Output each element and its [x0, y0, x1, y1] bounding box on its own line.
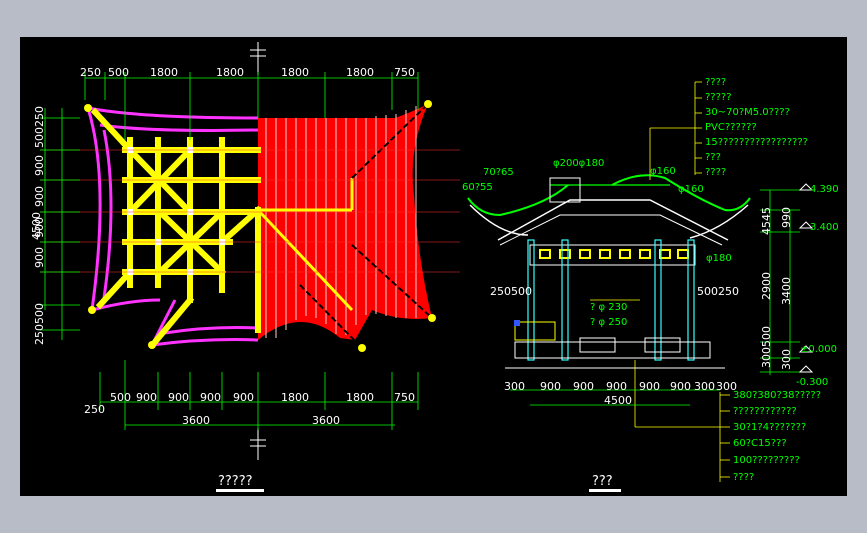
- level-markers: [798, 183, 814, 373]
- note-bottom-3: 30?1?4???????: [733, 422, 806, 433]
- plan-dim-top-6: 1800: [346, 66, 374, 79]
- plan-dim-bottom-3: 900: [136, 391, 157, 404]
- elevation-title-underline: [589, 489, 621, 492]
- plan-dim-bottom-5: 900: [200, 391, 221, 404]
- roof-red-area: [258, 104, 432, 340]
- level-3: ±0.000: [800, 344, 837, 355]
- elev-dim-6: 900: [670, 380, 691, 393]
- elev-dim-lines: [510, 189, 800, 406]
- level-2: 3.400: [810, 222, 839, 233]
- label-phi160a: φ160: [650, 166, 676, 177]
- plan-dim-top-2: 500: [108, 66, 129, 79]
- elev-columns: [527, 239, 695, 361]
- note-bottom-1: 380?380?38?????: [733, 390, 821, 401]
- plan-dim-top-5: 1800: [281, 66, 309, 79]
- note-top-6: ???: [705, 152, 721, 163]
- ridge-box: [549, 177, 581, 203]
- blue-marker: [514, 320, 520, 326]
- leaders: [590, 81, 730, 482]
- elev-dim-7: 300: [694, 380, 715, 393]
- elev-rdim-2: 990: [780, 207, 793, 228]
- corner-nodes: [84, 100, 436, 352]
- note-top-5: 15?????????????????: [705, 137, 808, 148]
- plan-total-height: 4500: [30, 212, 43, 240]
- label-phi250: ? φ 250: [590, 317, 627, 328]
- label-500250: 500250: [697, 285, 739, 298]
- lattice: [539, 249, 689, 259]
- roof-hips-dashed: [299, 103, 433, 349]
- plan-dim-bottom-9: 750: [394, 391, 415, 404]
- plan-dim-top-1: 250: [80, 66, 101, 79]
- elev-roof: [467, 174, 751, 246]
- center-marks: [250, 42, 266, 460]
- elev-rdim-5: 300: [780, 349, 793, 370]
- label-phi180: φ180: [706, 253, 732, 264]
- plan-dim-left-1: 500250: [33, 106, 46, 148]
- plan-dim-bottom-7: 1800: [281, 391, 309, 404]
- note-bottom-4: 60?C15???: [733, 438, 787, 449]
- note-top-7: ????: [705, 167, 726, 178]
- label-phi230: ? φ 230: [590, 302, 627, 313]
- plan-dim-left-6: 250500: [33, 303, 46, 345]
- plan-title-underline: [216, 489, 264, 492]
- elev-dim-8: 300: [716, 380, 737, 393]
- note-top-4: PVC??????: [705, 122, 757, 133]
- plan-dim-bottom-2: 500: [110, 391, 131, 404]
- plan-dim-bottom-1: 250: [84, 403, 105, 416]
- plan-dim-bottom-4: 900: [168, 391, 189, 404]
- note-bottom-6: ????: [733, 472, 754, 483]
- note-bottom-5: 100?????????: [733, 455, 800, 466]
- note-top-3: 30~70?M5.0????: [705, 107, 790, 118]
- level-1: 4.390: [810, 184, 839, 195]
- plan-dim-bottom-6: 900: [233, 391, 254, 404]
- plan-dim-top-4: 1800: [216, 66, 244, 79]
- elevation-view: ???? ????? 30~70?M5.0???? PVC?????? 15??…: [462, 77, 839, 492]
- plan-title: ?????: [218, 474, 253, 489]
- plan-total-right: 3600: [312, 414, 340, 427]
- beam: [529, 244, 696, 266]
- plan-dim-top-7: 750: [394, 66, 415, 79]
- roof-tile-lines: [265, 106, 417, 338]
- elev-dim-2: 900: [540, 380, 561, 393]
- elev-rdim-6: 300500: [760, 326, 773, 368]
- plan-dim-top-3: 1800: [150, 66, 178, 79]
- elev-dim-1: 300: [504, 380, 525, 393]
- elev-dim-4: 900: [606, 380, 627, 393]
- timber-frame: [90, 107, 263, 347]
- label-250500: 250500: [490, 285, 532, 298]
- plan-dim-left-3: 900: [33, 186, 46, 207]
- plan-total-left: 3600: [182, 414, 210, 427]
- level-4: -0.300: [796, 377, 828, 388]
- note-bottom-2: ????????????: [733, 406, 797, 417]
- note-top-2: ?????: [705, 92, 732, 103]
- plan-dim-bottom-8: 1800: [346, 391, 374, 404]
- plan-dim-left-2: 900: [33, 155, 46, 176]
- roof-plan: 250 500 1800 1800 1800 1800 750 250 500 …: [30, 42, 460, 492]
- elev-total: 4500: [604, 394, 632, 407]
- elevation-title: ???: [592, 474, 613, 489]
- railing: [514, 321, 556, 341]
- plan-dim-left-5: 900: [33, 247, 46, 268]
- note-top-1: ????: [705, 77, 726, 88]
- elev-dim-3: 900: [573, 380, 594, 393]
- elev-rdim-3: 2900: [760, 272, 773, 300]
- label-phi160b: φ160: [678, 184, 704, 195]
- elev-base: [505, 337, 725, 369]
- label-6055: 60?55: [462, 182, 493, 193]
- plan-dim-left-4: 900: [33, 217, 46, 238]
- label-7065: 70?65: [483, 167, 514, 178]
- plan-axis-lines: [40, 149, 460, 273]
- roof-ridges: [256, 178, 354, 312]
- label-phi200: φ200φ180: [553, 158, 604, 169]
- elev-rdim-4: 3400: [780, 277, 793, 305]
- elev-dim-5: 900: [639, 380, 660, 393]
- plan-dim-lines: [40, 72, 419, 430]
- elev-rdim-1: 4545: [760, 207, 773, 235]
